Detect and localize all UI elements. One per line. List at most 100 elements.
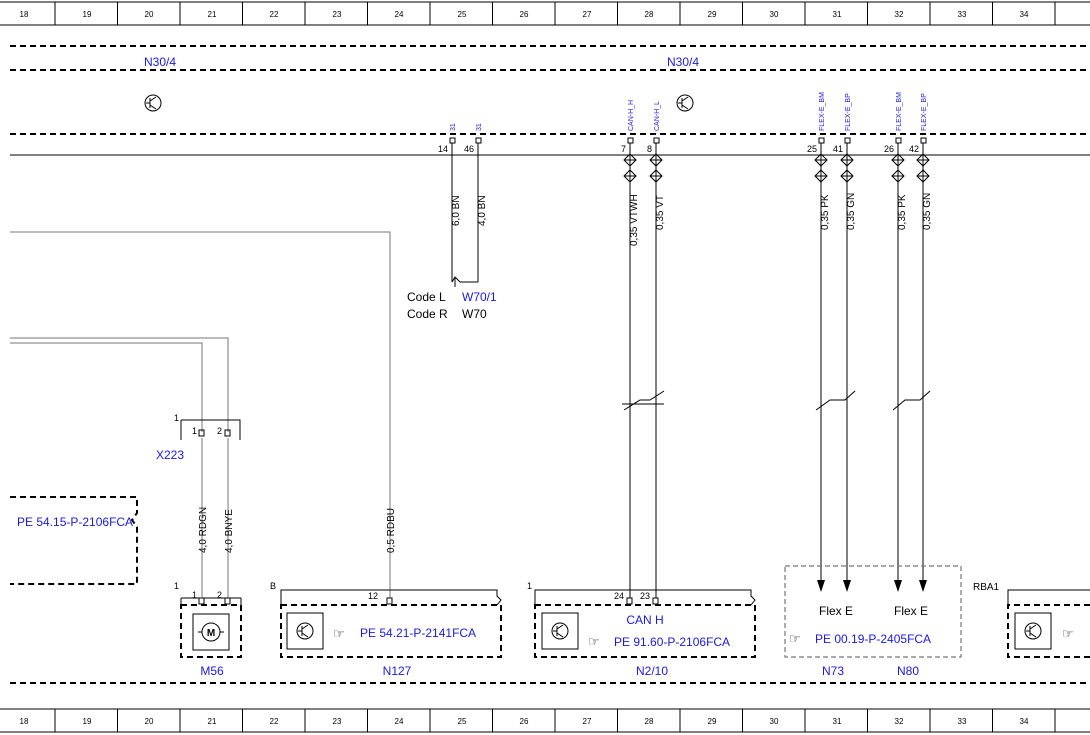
grid-label: 34 (1020, 10, 1029, 19)
reference-link[interactable]: PE 91.60-P-2106FCA (614, 635, 730, 649)
component-label[interactable]: N73 (822, 664, 844, 678)
component-label[interactable]: X223 (156, 448, 184, 462)
connector-diamond (623, 153, 637, 167)
grid-label: 33 (958, 717, 967, 726)
transistor-icon (286, 612, 324, 650)
grid-label: 34 (1020, 717, 1029, 726)
grid-label: 22 (270, 10, 279, 19)
component-label[interactable]: N30/4 (144, 55, 176, 69)
component-label[interactable]: M56 (200, 664, 224, 678)
pin-terminals (449, 137, 927, 144)
grid-label: 27 (583, 10, 592, 19)
svg-text:M: M (207, 628, 215, 639)
wire-label: 0,35 VT (655, 195, 666, 230)
grid-label: 27 (583, 717, 592, 726)
connector-diamond (840, 153, 854, 167)
pin-number: 26 (884, 144, 894, 154)
component-label[interactable]: N2/10 (636, 664, 668, 678)
wire-label: 0,35 PK (897, 194, 908, 230)
transistor-icon (541, 612, 579, 650)
component-label[interactable]: RBA1 (973, 582, 1000, 593)
signal-label: Flex E (819, 604, 853, 618)
transistor-icon (144, 94, 162, 112)
n2-10-box[interactable] (534, 604, 756, 658)
signal-label: Flex E (894, 604, 928, 618)
pin-number: 42 (909, 144, 919, 154)
grid-label: 28 (645, 717, 654, 726)
hand-pointer-icon: ☞ (1062, 626, 1074, 641)
grid-label: 33 (958, 10, 967, 19)
pin-number: 23 (640, 591, 650, 601)
pin-number: 25 (807, 144, 817, 154)
bottom-ruler: 18 19 20 21 22 23 24 25 26 27 28 29 30 3… (0, 708, 1090, 733)
connector-diamond (649, 153, 663, 167)
transistor-icon (676, 94, 694, 112)
reference-link[interactable]: PE 54.21-P-2141FCA (360, 626, 476, 640)
grid-label: 20 (145, 717, 154, 726)
component-label[interactable]: N80 (897, 664, 919, 678)
pin-number: 1 (174, 581, 179, 591)
grid-label: 25 (458, 717, 467, 726)
grid-label: 18 (20, 10, 29, 19)
grid-label: 19 (83, 10, 92, 19)
partial-box (10, 496, 138, 585)
pin-name: FLEX-E_BM (819, 92, 826, 131)
can-wires (622, 143, 665, 598)
grid-label: 31 (833, 717, 842, 726)
hand-pointer-icon: ☞ (333, 626, 345, 641)
wire-label: 0,35 PK (820, 194, 831, 230)
grid-label: 21 (208, 10, 217, 19)
grid-label: 24 (395, 717, 404, 726)
pin-number: 46 (464, 144, 474, 154)
code-label: Code L (407, 290, 446, 304)
wire-label: 0,35 GN (922, 193, 933, 230)
pin-number: 41 (833, 144, 843, 154)
pin-name: CAN-H_L (654, 101, 661, 131)
grid-label: 22 (270, 717, 279, 726)
pin-name: FLEX-E_BM (896, 92, 903, 131)
wire-label: 0,35 GN (846, 193, 857, 230)
gray-wires (10, 231, 391, 598)
wire-label: 6,0 BN (451, 195, 462, 226)
pin-number: 14 (438, 144, 448, 154)
pin-number: 2 (217, 426, 222, 436)
component-label[interactable]: N30/4 (667, 55, 699, 69)
m56-box[interactable] (180, 604, 242, 658)
grid-label: 23 (333, 10, 342, 19)
connector-diamond (649, 169, 663, 183)
connector-diamond (840, 169, 854, 183)
grid-label: 29 (708, 10, 717, 19)
pin-name: CAN-H_H (628, 100, 635, 131)
wire-label: 4,0 BNYE (224, 509, 235, 553)
grid-label: 25 (458, 10, 467, 19)
grid-label: 30 (770, 10, 779, 19)
arrow-down-icon (817, 580, 927, 592)
pin-number: 12 (368, 591, 378, 601)
n73-n80-box[interactable] (784, 565, 962, 658)
ground-wires (451, 143, 479, 287)
connector-diamond (916, 153, 930, 167)
component-label[interactable]: W70 (462, 307, 487, 321)
connector-diamond (891, 153, 905, 167)
grid-label: 26 (520, 10, 529, 19)
connector-symbols (623, 153, 930, 183)
component-label[interactable]: N127 (383, 664, 412, 678)
grid-label: 30 (770, 717, 779, 726)
x223-connector[interactable] (180, 419, 241, 440)
n127-box[interactable] (280, 604, 502, 658)
transistor-icon (1014, 612, 1052, 650)
pin-name: 31 (450, 123, 457, 131)
pin-number: 1 (192, 426, 197, 436)
reference-link[interactable]: PE 54.15-P-2106FCA (17, 515, 133, 529)
connector-diamond (916, 169, 930, 183)
component-label[interactable]: W70/1 (462, 290, 497, 304)
rba1-box[interactable] (1007, 604, 1090, 658)
connector-diamond (814, 153, 828, 167)
wire-label: 4,0 RDGN (198, 507, 209, 553)
pin-number: B (270, 581, 276, 591)
hand-pointer-icon: ☞ (789, 631, 801, 646)
grid-label: 20 (145, 10, 154, 19)
grid-label: 32 (895, 717, 904, 726)
reference-link[interactable]: PE 00.19-P-2405FCA (815, 632, 931, 646)
